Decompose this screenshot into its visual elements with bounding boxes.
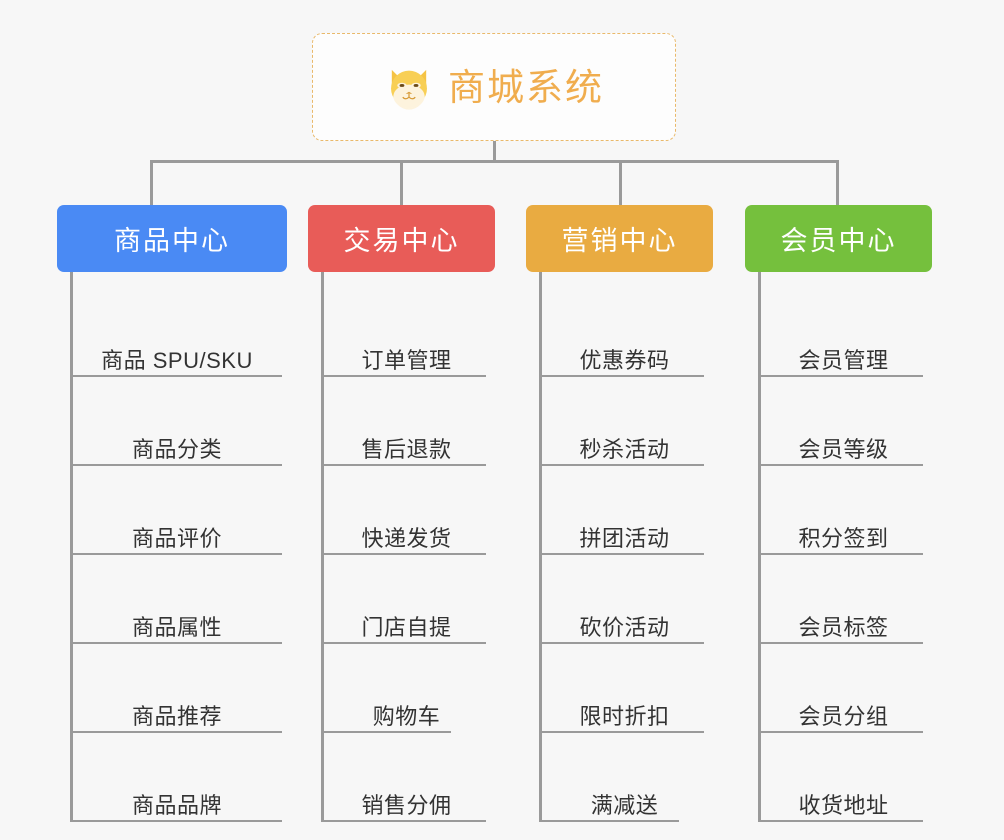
leaf-label: 会员分组 <box>798 703 889 729</box>
leaf-label: 订单管理 <box>361 347 452 373</box>
leaf-rule <box>70 642 282 644</box>
leaf-label: 砍价活动 <box>579 614 670 640</box>
leaf-label: 快递发货 <box>361 525 452 551</box>
leaf-rule <box>70 553 282 555</box>
leaf-rule <box>70 820 282 822</box>
list-item[interactable]: 商品品牌 <box>70 733 287 822</box>
leaf-rule <box>321 464 486 466</box>
branch-drop-line-2 <box>400 160 403 207</box>
leaf-rule <box>758 375 923 377</box>
leaf-rule <box>321 731 451 733</box>
leaf-rule <box>758 642 923 644</box>
list-item[interactable]: 会员分组 <box>758 644 926 733</box>
leaf-rule <box>321 642 486 644</box>
leaf-rule <box>758 464 923 466</box>
leaf-rule <box>758 553 923 555</box>
list-item[interactable]: 会员标签 <box>758 555 926 644</box>
branch-items-4: 会员管理 会员等级 积分签到 会员标签 会员分组 收货地址 <box>758 272 975 822</box>
leaf-label: 收货地址 <box>798 792 889 818</box>
leaf-rule <box>539 464 704 466</box>
list-item[interactable]: 商品评价 <box>70 466 287 555</box>
list-item[interactable]: 订单管理 <box>321 288 489 377</box>
leaf-label: 售后退款 <box>361 436 452 462</box>
branch-items-1: 商品 SPU/SKU 商品分类 商品评价 商品属性 商品推荐 商品品牌 <box>70 272 287 822</box>
branch-drop-line-3 <box>619 160 622 207</box>
list-item[interactable]: 优惠券码 <box>539 288 707 377</box>
branch-drop-line-1 <box>150 160 153 207</box>
branch-column-4: 会员中心 会员管理 会员等级 积分签到 会员标签 会员分组 收货地址 <box>745 205 975 822</box>
list-item[interactable]: 商品属性 <box>70 555 287 644</box>
leaf-label: 商品分类 <box>131 436 222 462</box>
branch-column-2: 交易中心 订单管理 售后退款 快递发货 门店自提 购物车 销售分佣 <box>308 205 538 822</box>
leaf-label: 满减送 <box>590 792 659 818</box>
list-item[interactable]: 快递发货 <box>321 466 489 555</box>
root-node-content: 商城系统 <box>384 62 604 112</box>
leaf-label: 积分签到 <box>798 525 889 551</box>
category-title-3: 营销中心 <box>561 226 678 256</box>
leaf-label: 秒杀活动 <box>579 436 670 462</box>
leaf-label: 购物车 <box>372 703 441 729</box>
leaf-rule <box>758 731 923 733</box>
list-item[interactable]: 销售分佣 <box>321 733 489 822</box>
list-item[interactable]: 售后退款 <box>321 377 489 466</box>
list-item[interactable]: 满减送 <box>539 733 707 822</box>
list-item[interactable]: 收货地址 <box>758 733 926 822</box>
category-header-1[interactable]: 商品中心 <box>57 205 287 272</box>
category-title-4: 会员中心 <box>780 226 897 256</box>
horizontal-bus-line <box>150 160 839 163</box>
category-header-4[interactable]: 会员中心 <box>745 205 932 272</box>
leaf-label: 销售分佣 <box>361 792 452 818</box>
leaf-label: 商品 SPU/SKU <box>101 347 253 373</box>
leaf-label: 商品属性 <box>131 614 222 640</box>
leaf-label: 限时折扣 <box>579 703 670 729</box>
category-header-2[interactable]: 交易中心 <box>308 205 495 272</box>
branch-column-1: 商品中心 商品 SPU/SKU 商品分类 商品评价 商品属性 商品推荐 商品品牌 <box>57 205 287 822</box>
leaf-rule <box>70 731 282 733</box>
leaf-rule <box>70 464 282 466</box>
category-title-1: 商品中心 <box>114 226 230 256</box>
branch-column-3: 营销中心 优惠券码 秒杀活动 拼团活动 砍价活动 限时折扣 满减送 <box>526 205 756 822</box>
list-item[interactable]: 拼团活动 <box>539 466 707 555</box>
leaf-rule <box>539 375 704 377</box>
leaf-rule <box>539 553 704 555</box>
leaf-rule <box>321 553 486 555</box>
list-item[interactable]: 会员等级 <box>758 377 926 466</box>
list-item[interactable]: 门店自提 <box>321 555 489 644</box>
list-item[interactable]: 秒杀活动 <box>539 377 707 466</box>
shiba-dog-icon <box>391 69 427 110</box>
leaf-rule <box>321 820 486 822</box>
branch-drop-line-4 <box>836 160 839 207</box>
root-title: 商城系统 <box>448 66 604 108</box>
list-item[interactable]: 商品分类 <box>70 377 287 466</box>
root-stem-line <box>493 141 496 162</box>
list-item[interactable]: 会员管理 <box>758 288 926 377</box>
leaf-label: 拼团活动 <box>579 525 670 551</box>
leaf-label: 商品评价 <box>131 525 222 551</box>
root-node[interactable]: 商城系统 <box>312 33 676 141</box>
leaf-label: 会员等级 <box>798 436 889 462</box>
list-item[interactable]: 商品 SPU/SKU <box>70 288 287 377</box>
list-item[interactable]: 购物车 <box>321 644 489 733</box>
list-item[interactable]: 积分签到 <box>758 466 926 555</box>
list-item[interactable]: 限时折扣 <box>539 644 707 733</box>
leaf-label: 商品推荐 <box>131 703 222 729</box>
branch-items-3: 优惠券码 秒杀活动 拼团活动 砍价活动 限时折扣 满减送 <box>539 272 756 822</box>
leaf-label: 门店自提 <box>361 614 452 640</box>
leaf-label: 会员标签 <box>798 614 889 640</box>
leaf-rule <box>539 820 679 822</box>
category-header-3[interactable]: 营销中心 <box>526 205 713 272</box>
leaf-rule <box>70 375 282 377</box>
list-item[interactable]: 砍价活动 <box>539 555 707 644</box>
leaf-label: 会员管理 <box>798 347 889 373</box>
leaf-rule <box>539 642 704 644</box>
leaf-rule <box>758 820 923 822</box>
leaf-label: 商品品牌 <box>131 792 222 818</box>
list-item[interactable]: 商品推荐 <box>70 644 287 733</box>
branch-items-2: 订单管理 售后退款 快递发货 门店自提 购物车 销售分佣 <box>321 272 538 822</box>
leaf-rule <box>539 731 704 733</box>
category-title-2: 交易中心 <box>343 226 460 256</box>
leaf-label: 优惠券码 <box>579 347 670 373</box>
leaf-rule <box>321 375 486 377</box>
